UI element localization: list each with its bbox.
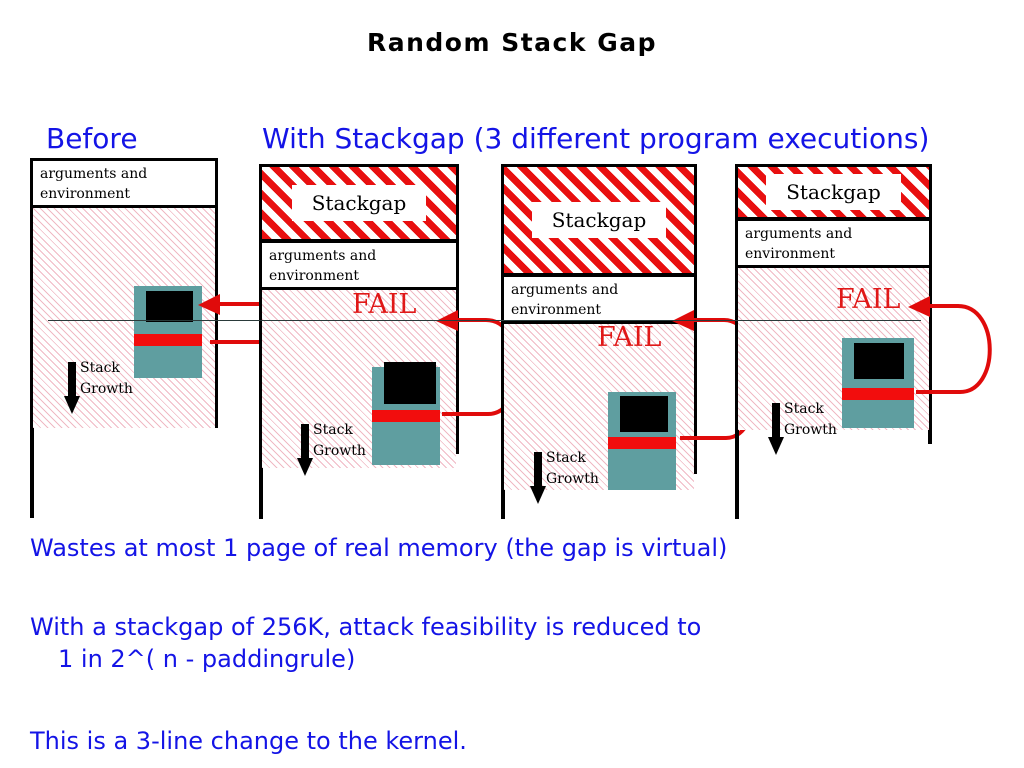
memory-rail-left <box>501 164 505 519</box>
return-address-bar <box>842 388 914 400</box>
column-header-with-stackgap: With Stackgap (3 different program execu… <box>262 122 930 155</box>
target-address-line-3 <box>771 320 921 321</box>
memory-rail-left <box>30 158 34 518</box>
body-line-2: With a stackgap of 256K, attack feasibil… <box>30 613 702 641</box>
memory-rail-right <box>455 164 459 454</box>
body-line-3: 1 in 2^( n - paddingrule) <box>58 645 356 673</box>
memory-rail-left <box>259 164 263 519</box>
stackgap-label: Stackgap <box>291 185 427 221</box>
stackgap-box: Stackgap <box>735 164 932 220</box>
column-header-before: Before <box>46 122 138 155</box>
overflow-arrow-icon <box>908 296 992 394</box>
fail-label: FAIL <box>597 322 662 353</box>
down-arrow-icon <box>64 362 80 414</box>
return-address-bar <box>134 334 202 346</box>
body-line-4: This is a 3-line change to the kernel. <box>30 727 467 755</box>
stackgap-label: Stackgap <box>766 174 901 210</box>
fail-label: FAIL <box>836 284 901 315</box>
stackgap-box: Stackgap <box>259 164 459 242</box>
down-arrow-icon <box>768 403 784 455</box>
memory-rail-left <box>735 164 739 519</box>
target-address-line-1 <box>48 320 338 321</box>
down-arrow-icon <box>530 452 546 504</box>
buffer-block <box>620 396 668 432</box>
return-address-bar <box>608 437 676 449</box>
fail-label: FAIL <box>352 289 417 320</box>
stackgap-box: Stackgap <box>501 164 697 276</box>
buffer-block <box>854 343 904 379</box>
down-arrow-icon <box>297 424 313 476</box>
target-address-line-2 <box>338 320 771 321</box>
page-title: Random Stack Gap <box>366 28 657 57</box>
return-address-bar <box>372 410 440 422</box>
buffer-block <box>146 291 193 322</box>
buffer-block <box>384 362 436 404</box>
memory-rail-right <box>214 158 218 428</box>
body-line-1: Wastes at most 1 page of real memory (th… <box>30 534 728 562</box>
stackgap-label: Stackgap <box>531 202 667 238</box>
